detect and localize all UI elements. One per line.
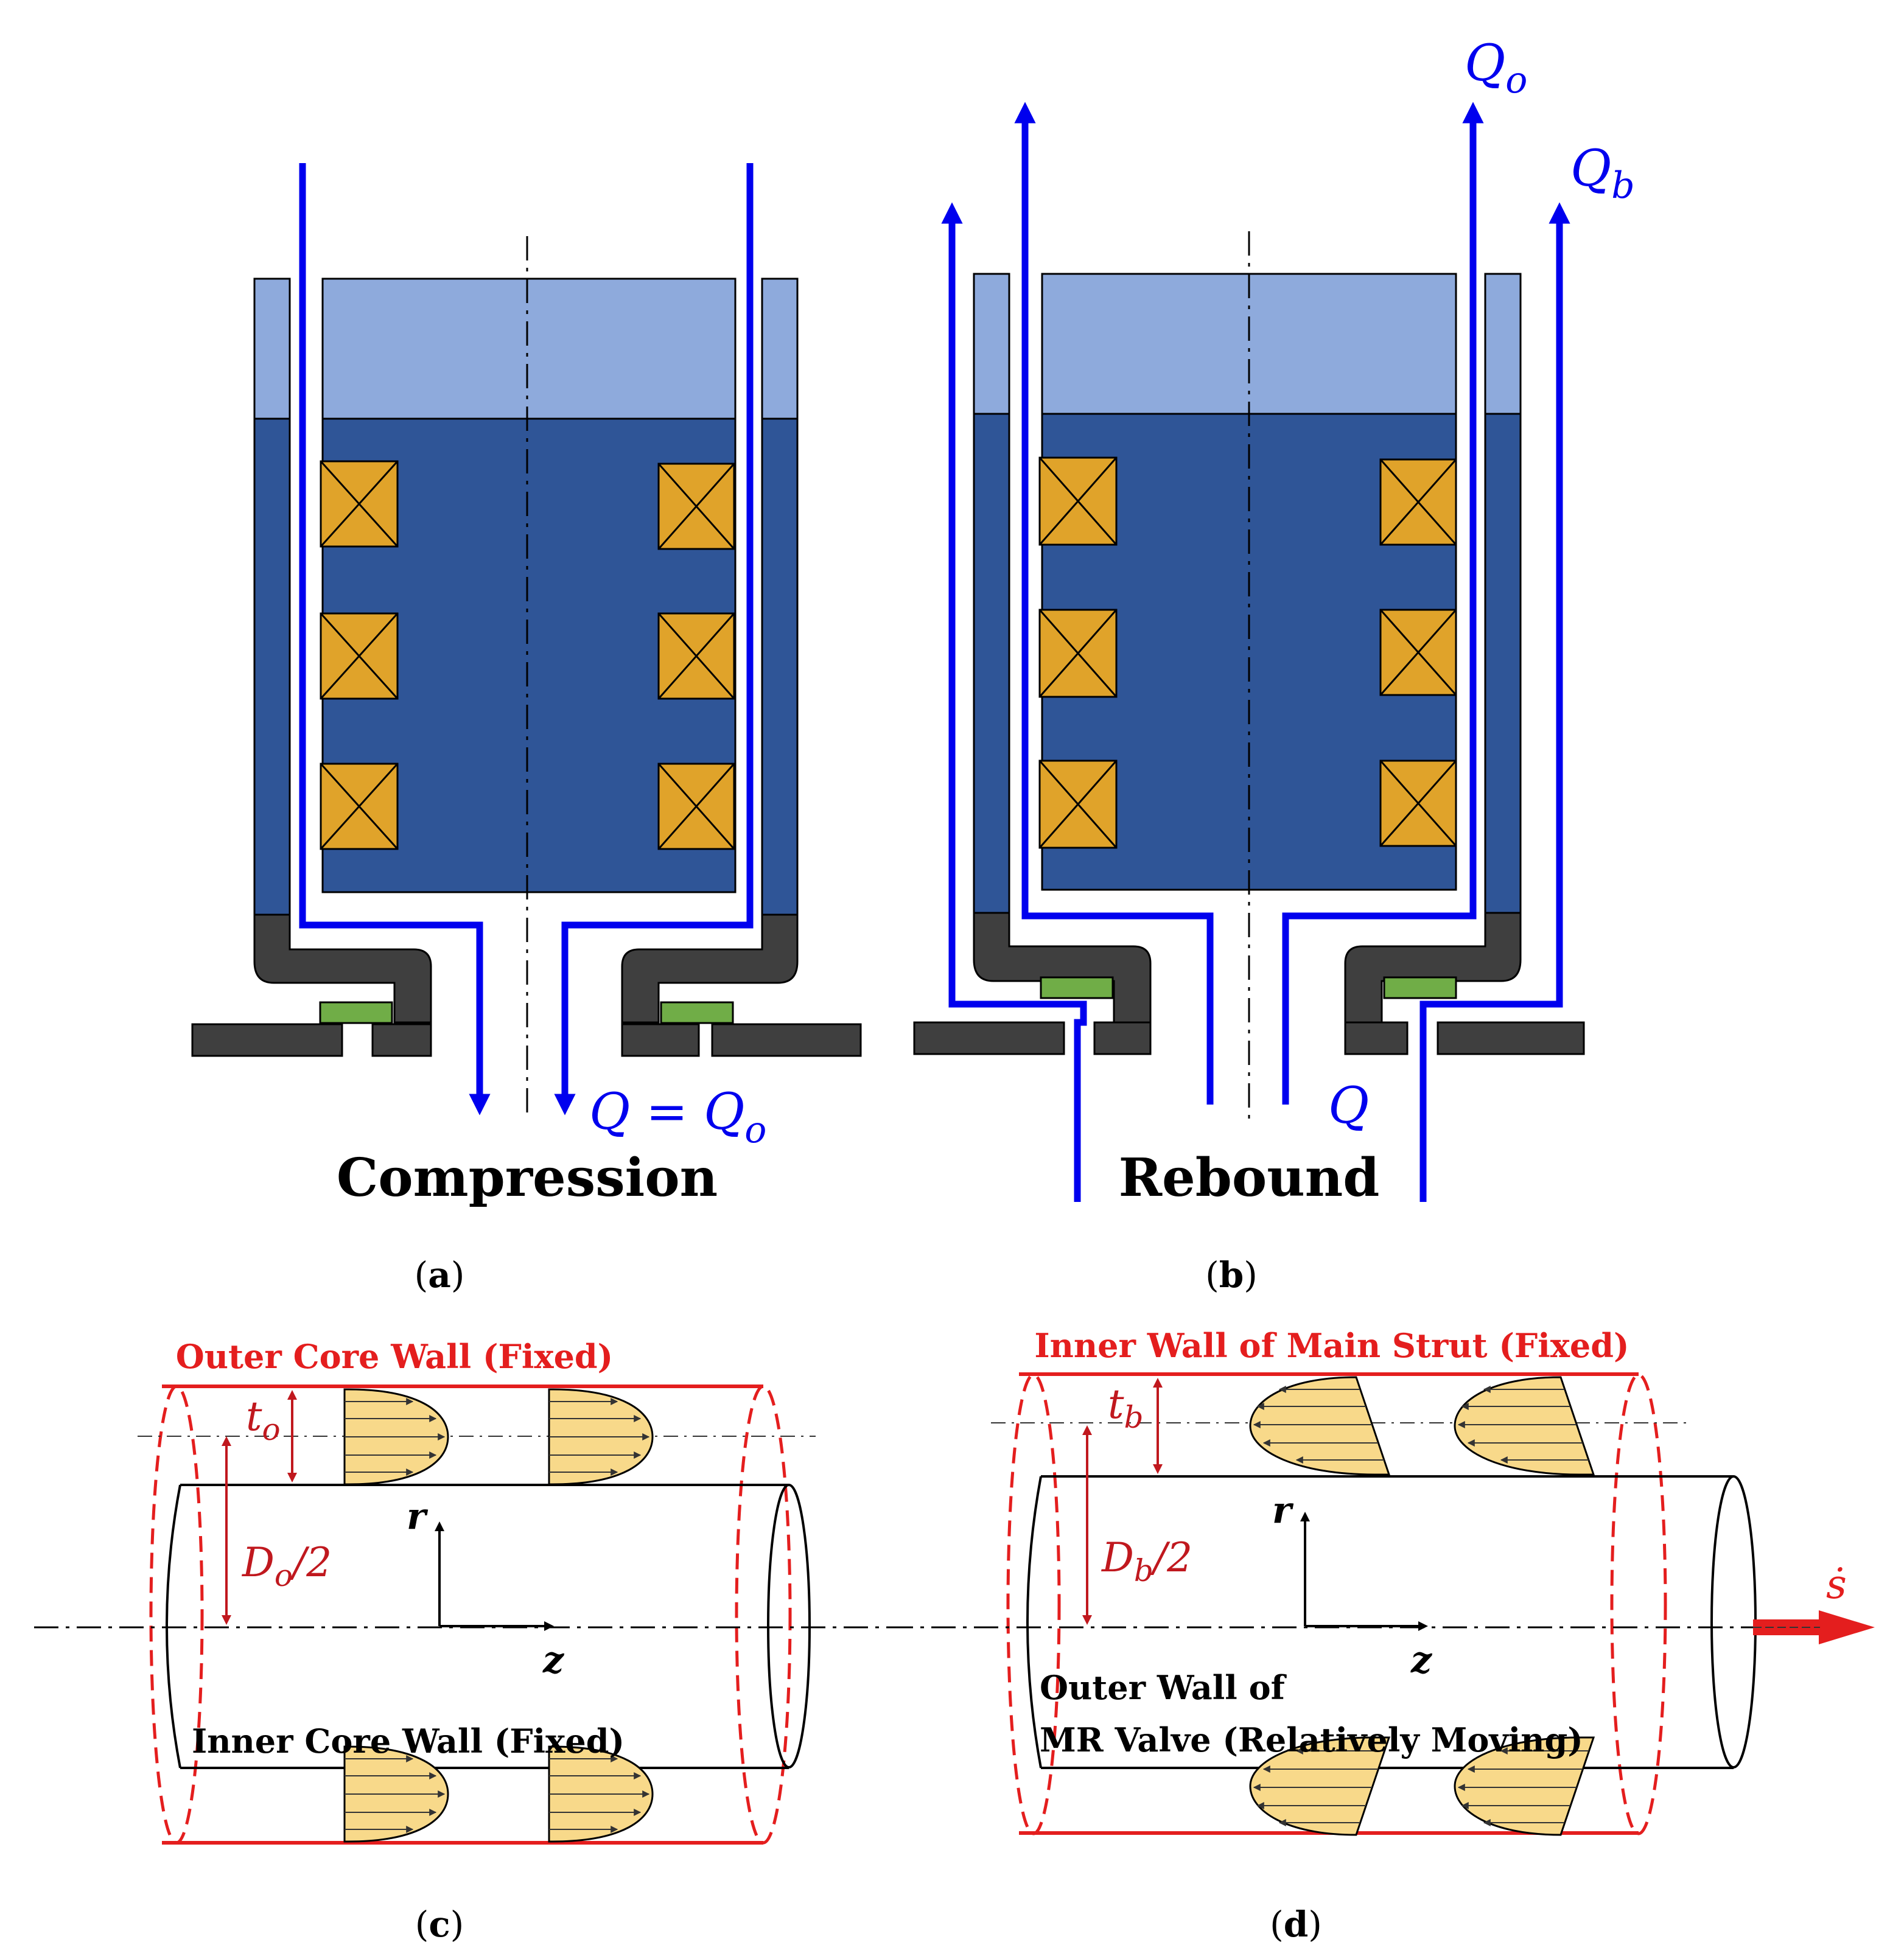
panel-a-compression: Q = Qo Compression (a): [191, 163, 862, 1296]
panel-title: Compression: [337, 1147, 718, 1209]
right-wall: [761, 417, 799, 916]
gap-label: tb: [1108, 1381, 1144, 1435]
flow-label-qb: Qb: [1570, 140, 1635, 207]
left-wall: [973, 413, 1010, 914]
right-wall-top: [1484, 273, 1522, 415]
flow-label: Q = Qo: [589, 1083, 766, 1151]
left-wall: [253, 417, 291, 916]
base-plate-right-inner: [621, 1023, 700, 1057]
outer-wall-label: Inner Wall of Main Strut (Fixed): [1034, 1326, 1629, 1365]
flow-path: [299, 163, 754, 1116]
base-plate-left: [191, 1023, 343, 1057]
coil: [657, 463, 735, 550]
panel-caption: (a): [415, 1254, 465, 1296]
coil: [1038, 456, 1118, 546]
parabolic-profile: [343, 1745, 449, 1843]
base-plate-left-inner: [371, 1023, 432, 1057]
z-axis-label: z: [1410, 1639, 1433, 1681]
outer-wall-label: Outer Core Wall (Fixed): [176, 1337, 613, 1376]
left-wall-top: [973, 273, 1010, 415]
flow-label-qo: Qo: [1465, 35, 1527, 102]
velocity-profiles: [1249, 1376, 1595, 1836]
coil: [1379, 609, 1457, 696]
dimension-arrows: [1082, 1378, 1163, 1625]
panel-title: Rebound: [1119, 1147, 1380, 1209]
parabolic-profile: [343, 1388, 449, 1486]
velocity-label: ṡ: [1826, 1561, 1847, 1608]
couette-profile: [1454, 1376, 1595, 1476]
coordinate-axes: [1300, 1512, 1428, 1631]
panel-c-fixed-annulus: Outer Core Wall (Fixed): [34, 1337, 889, 1945]
base-plate-right: [711, 1023, 862, 1057]
base-plate-right-inner: [1344, 1021, 1409, 1055]
panel-d-moving-annulus: Inner Wall of Main Strut (Fixed): [889, 1326, 1875, 1945]
coil: [1038, 609, 1118, 698]
r-axis-label: r: [407, 1495, 429, 1538]
coil: [1038, 760, 1118, 849]
panel-caption: (c): [415, 1904, 464, 1945]
base-plate-left: [913, 1021, 1065, 1055]
coil: [657, 763, 735, 850]
right-bracket: [621, 913, 799, 1024]
coils: [320, 460, 735, 850]
coil: [320, 763, 399, 850]
left-bracket: [253, 913, 432, 1024]
coordinate-axes: [435, 1521, 554, 1631]
couette-profile: [1249, 1736, 1391, 1836]
coil: [1379, 458, 1457, 546]
velocity-arrow: [1753, 1610, 1875, 1644]
dimension-arrows: [222, 1390, 297, 1625]
panel-caption: (d): [1270, 1904, 1322, 1945]
base-plate-right: [1437, 1021, 1585, 1055]
gap-label: to: [246, 1393, 281, 1447]
base-brackets: [913, 912, 1585, 1055]
parabolic-profile: [548, 1745, 654, 1843]
right-seal: [1383, 976, 1457, 999]
couette-profile: [1249, 1376, 1391, 1476]
flow-label-q: Q: [1328, 1077, 1369, 1135]
left-seal: [1040, 976, 1114, 999]
velocity-profiles: [343, 1388, 654, 1843]
coil: [320, 612, 399, 700]
radius-label: Do/2: [242, 1539, 332, 1593]
panel-b-rebound: Q Qo Qb Rebound (b): [913, 35, 1635, 1296]
inner-cylinder: [166, 1484, 811, 1769]
inner-wall-label: Inner Core Wall (Fixed): [192, 1722, 625, 1761]
couette-profile: [1454, 1736, 1595, 1836]
inner-wall-label-line2: MR Valve (Relatively Moving): [1040, 1720, 1583, 1759]
flow-path: [941, 102, 1570, 1202]
r-axis-label: r: [1272, 1489, 1294, 1532]
coil: [320, 460, 399, 548]
right-seal: [660, 1001, 734, 1024]
parabolic-profile: [548, 1388, 654, 1486]
z-axis-label: z: [542, 1639, 565, 1681]
coil: [1379, 760, 1457, 847]
right-wall-top: [761, 278, 799, 420]
radius-label: Db/2: [1101, 1534, 1192, 1588]
piston-top: [321, 278, 737, 420]
left-seal: [319, 1001, 393, 1024]
base-plate-left-inner: [1093, 1021, 1152, 1055]
left-wall-top: [253, 278, 291, 420]
base-brackets: [191, 913, 862, 1057]
coils: [1038, 456, 1457, 849]
coil: [657, 612, 735, 700]
panel-caption: (b): [1205, 1254, 1258, 1296]
right-wall: [1484, 413, 1522, 914]
outer-cylinder: [149, 1385, 792, 1845]
inner-wall-label-line1: Outer Wall of: [1040, 1668, 1287, 1707]
